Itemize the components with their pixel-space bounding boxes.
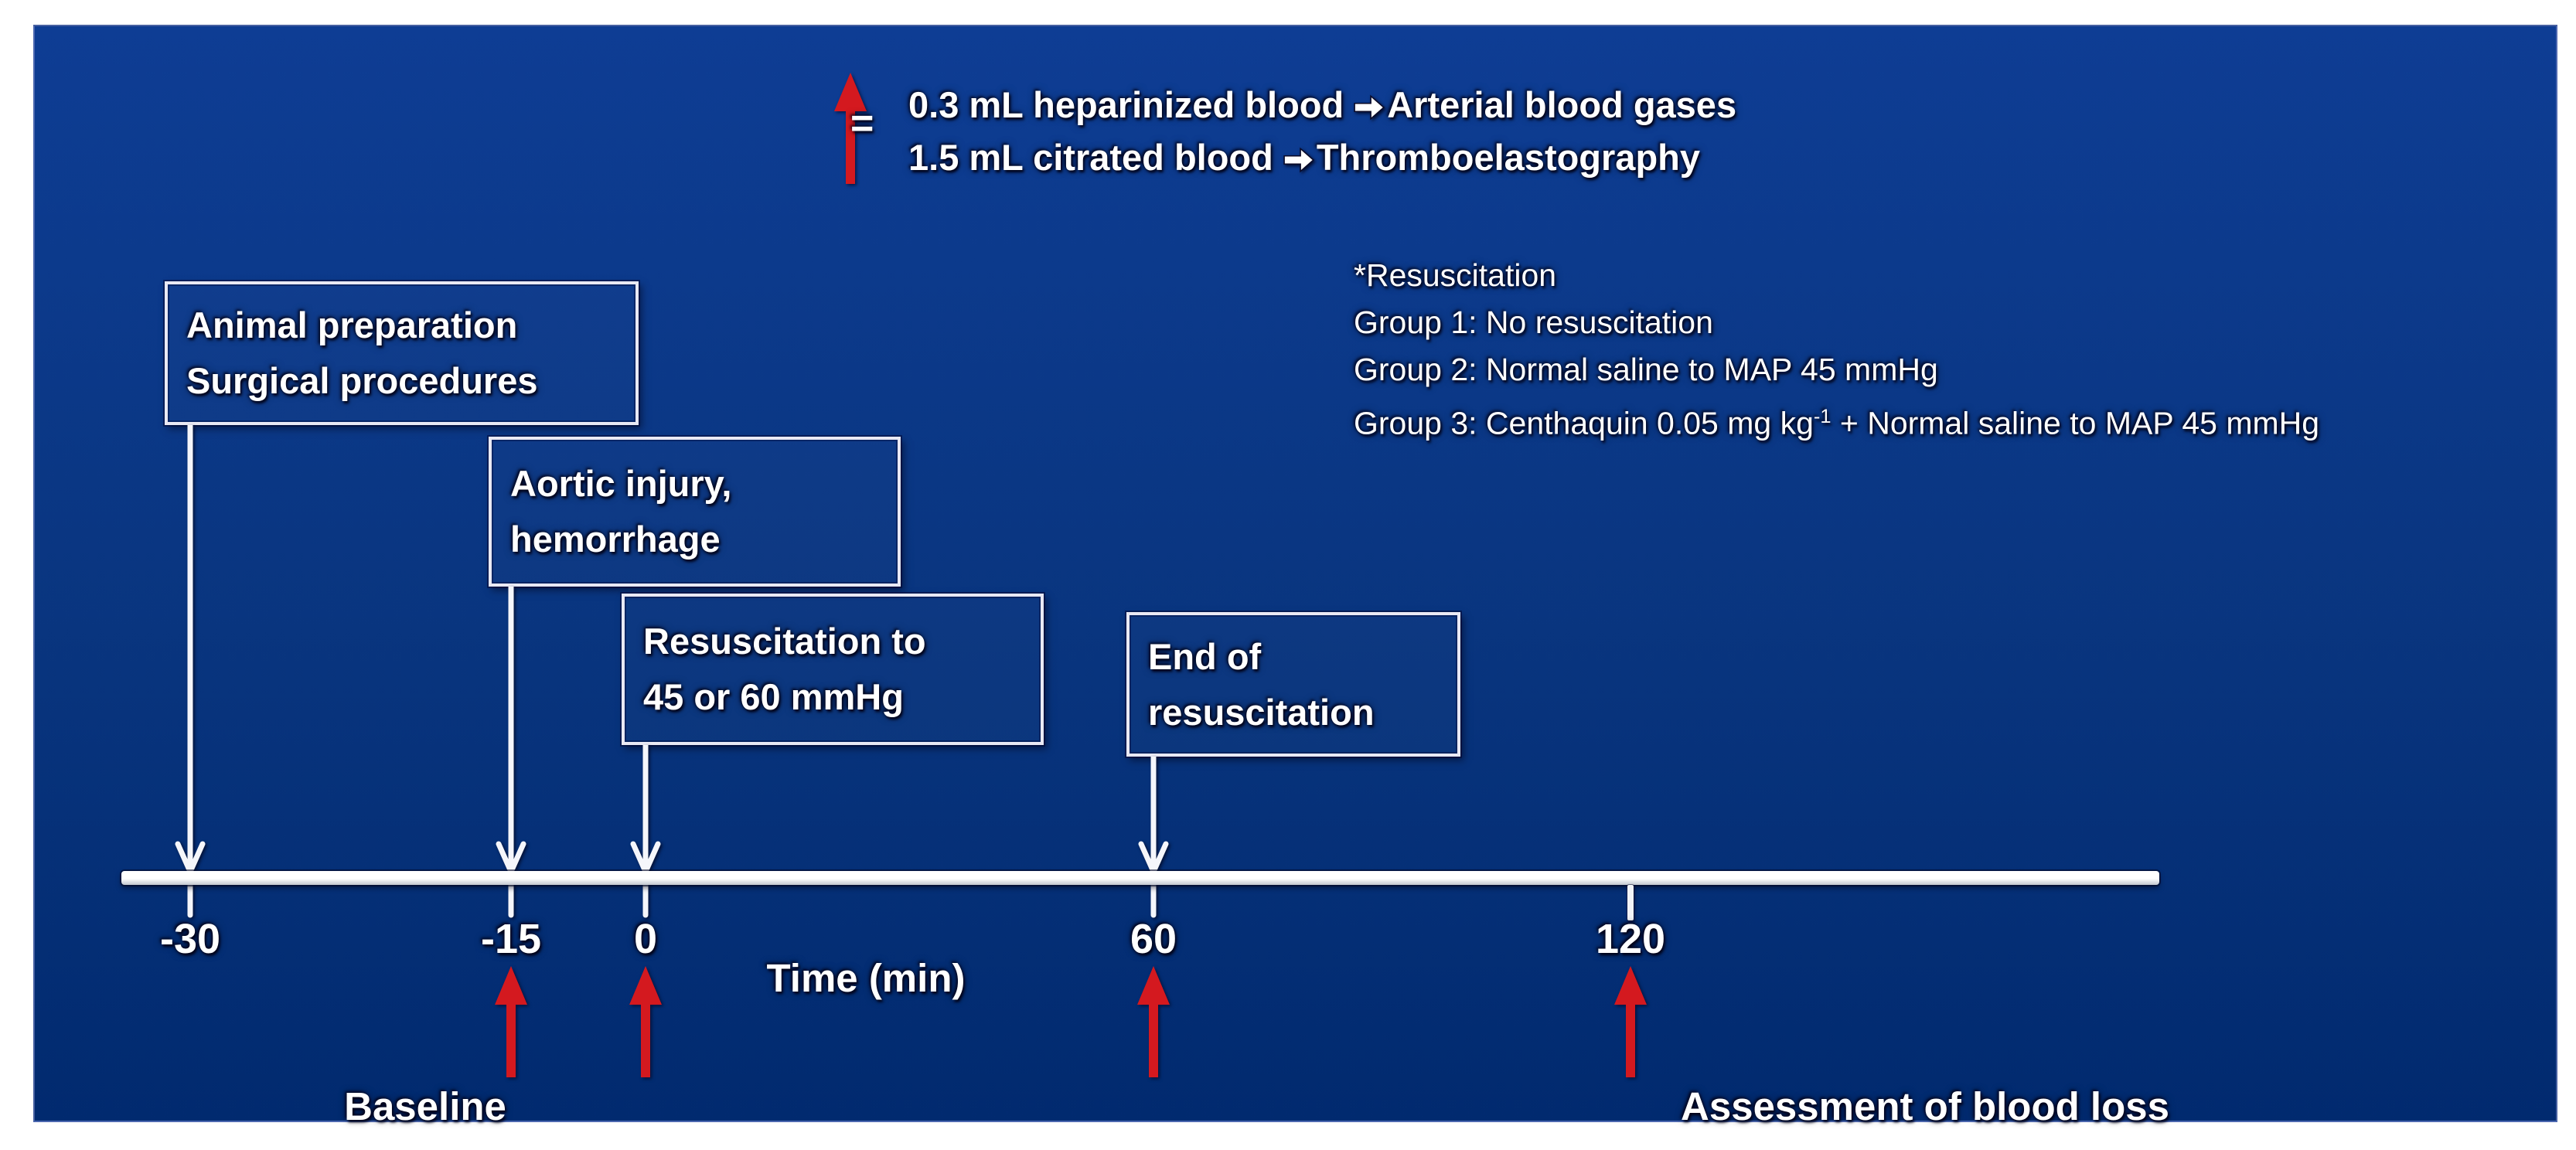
note-group3-pre: Group 3: Centhaquin 0.05 mg kg <box>1354 405 1814 441</box>
blood-sample-arrow-icon <box>1614 966 1647 1077</box>
timeline-tick-120 <box>1627 885 1634 920</box>
box-line: Aortic injury, <box>510 463 732 504</box>
note-group-2: Group 2: Normal saline to MAP 45 mmHg <box>1354 352 1938 387</box>
legend-line2-post: Thromboelastography <box>1316 137 1701 178</box>
tick-label-0: 0 <box>633 916 658 962</box>
slide-panel: = 0.3 mL heparinized blood Arterial blood… <box>33 25 2557 1128</box>
legend-text-block: 0.3 mL heparinized blood Arterial blood g… <box>908 79 1736 184</box>
baseline-label: Baseline <box>344 1084 506 1128</box>
box-line: End of <box>1148 635 1262 677</box>
legend-line2-pre: 1.5 mL citrated blood <box>908 137 1273 178</box>
box-line: Surgical procedures <box>186 360 538 401</box>
note-title: *Resuscitation <box>1354 257 1557 293</box>
blood-sample-arrow-icon <box>834 73 867 184</box>
box-line: hemorrhage <box>510 519 721 560</box>
timeline-event-arrow-icon <box>630 745 661 918</box>
event-box-end-of-resuscitation: End of resuscitation <box>1126 612 1460 757</box>
legend-line-2: 1.5 mL citrated blood Thromboelastography <box>908 131 1736 184</box>
timeline-event-arrow-icon <box>175 425 206 918</box>
event-box-resuscitation: Resuscitation to 45 or 60 mmHg <box>622 594 1044 745</box>
right-arrow-icon <box>1354 94 1385 121</box>
box-line: Animal preparation <box>186 305 518 345</box>
legend-line1-post: Arterial blood gases <box>1387 84 1737 125</box>
note-group-1: Group 1: No resuscitation <box>1354 305 1713 340</box>
legend-line-1: 0.3 mL heparinized blood Arterial blood g… <box>908 79 1736 131</box>
legend-line1-pre: 0.3 mL heparinized blood <box>908 84 1344 125</box>
event-box-animal-preparation: Animal preparation Surgical procedures <box>165 281 639 425</box>
note-group3-post: + Normal saline to MAP 45 mmHg <box>1831 405 2320 441</box>
tick-label-60: 60 <box>1130 916 1177 962</box>
timeline-event-arrow-icon <box>1138 757 1169 918</box>
blood-loss-label: Assessment of blood loss <box>1681 1084 2169 1128</box>
resuscitation-note: *Resuscitation Group 1: No resuscitation… <box>1354 252 2319 447</box>
note-group3-superscript: -1 <box>1813 406 1831 427</box>
legend-equals-sign: = <box>850 101 874 146</box>
timeline-axis <box>121 871 2159 885</box>
event-box-aortic-injury: Aortic injury, hemorrhage <box>489 437 901 587</box>
blood-sample-arrow-icon <box>495 966 527 1077</box>
box-line: 45 or 60 mmHg <box>643 676 904 717</box>
right-arrow-icon <box>1283 147 1314 173</box>
box-line: Resuscitation to <box>643 621 926 662</box>
time-axis-label: Time (min) <box>766 956 966 1000</box>
note-group-3: Group 3: Centhaquin 0.05 mg kg-1 + Norma… <box>1354 393 2319 447</box>
blood-sample-arrow-icon <box>629 966 662 1077</box>
box-line: resuscitation <box>1148 691 1375 733</box>
tick-label-minus30: -30 <box>159 916 221 962</box>
tick-label-120: 120 <box>1595 916 1666 962</box>
blood-sample-arrow-icon <box>1137 966 1170 1077</box>
tick-label-minus15: -15 <box>480 916 542 962</box>
